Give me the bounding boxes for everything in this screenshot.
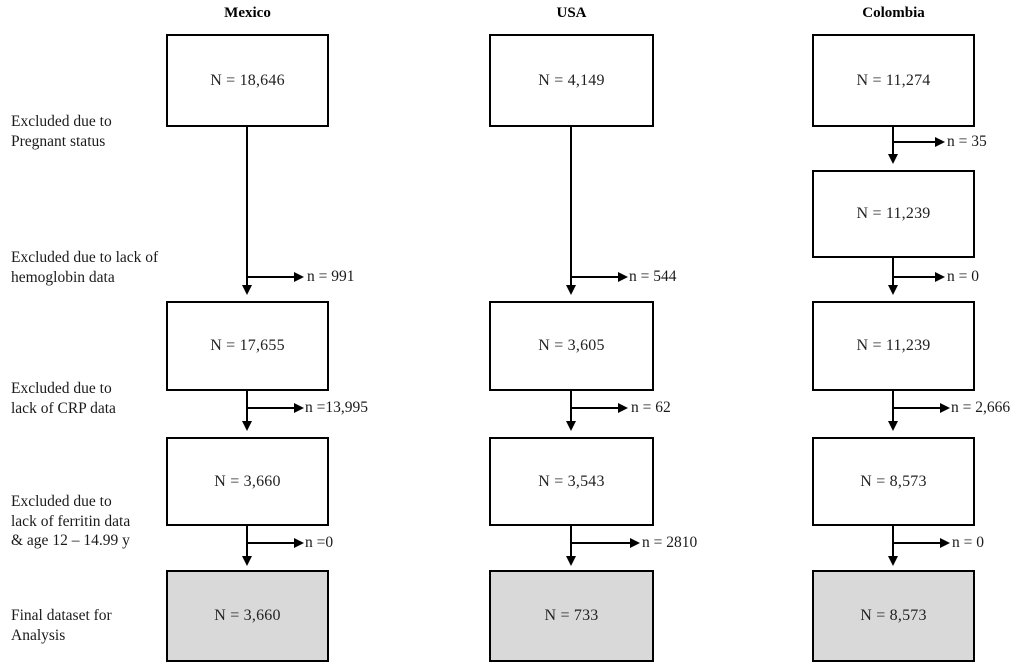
node-colombia-total: N = 11,274 xyxy=(812,34,975,127)
arrowhead-colombia-pregnant xyxy=(935,137,945,147)
node-usa-after-hemoglobin: N = 3,605 xyxy=(489,301,654,391)
branch-colombia-crp xyxy=(892,407,942,409)
node-usa-total: N = 4,149 xyxy=(489,34,654,127)
branch-mexico-ferritin xyxy=(246,542,296,544)
arrowhead-usa-ferritin xyxy=(630,538,640,548)
node-colombia-after-hemoglobin: N = 11,239 xyxy=(812,301,975,391)
arrowhead-usa-hemoglobin xyxy=(618,272,628,282)
arrowhead-mexico-crp xyxy=(294,403,304,413)
branch-mexico-hemoglobin xyxy=(246,276,296,278)
stage-label-ferritin: Excluded due to lack of ferritin data & … xyxy=(11,493,131,549)
exclusion-label-colombia-crp: n = 2,666 xyxy=(951,399,1011,416)
arrowhead-colombia-3-4 xyxy=(887,421,898,431)
connector-mexico-3-4 xyxy=(246,526,248,556)
stage-label-hemoglobin: Excluded due to lack of hemoglobin data xyxy=(11,249,159,286)
stage-label-pregnant: Excluded due to Pregnant status xyxy=(11,113,112,150)
branch-usa-ferritin xyxy=(570,542,632,544)
arrowhead-mexico-2-3 xyxy=(241,421,252,431)
exclusion-label-mexico-crp: n =13,995 xyxy=(305,399,368,416)
connector-mexico-1-2 xyxy=(246,127,248,285)
connector-mexico-2-3 xyxy=(246,391,248,421)
arrowhead-colombia-crp xyxy=(940,403,950,413)
connector-colombia-1-2 xyxy=(892,127,894,154)
arrowhead-colombia-ferritin xyxy=(940,538,950,548)
node-colombia-after-pregnant: N = 11,239 xyxy=(812,170,975,258)
arrowhead-usa-2-3 xyxy=(565,421,576,431)
node-usa-after-crp: N = 3,543 xyxy=(489,437,654,526)
branch-colombia-ferritin xyxy=(892,542,942,544)
stage-label-final: Final dataset for Analysis xyxy=(11,607,112,644)
connector-usa-3-4 xyxy=(570,526,572,556)
node-mexico-final: N = 3,660 xyxy=(166,570,329,662)
column-title-colombia: Colombia xyxy=(862,5,925,21)
branch-usa-hemoglobin xyxy=(570,276,620,278)
exclusion-label-colombia-pregnant: n = 35 xyxy=(947,133,987,150)
arrowhead-usa-crp xyxy=(618,403,628,413)
arrowhead-mexico-3-4 xyxy=(241,556,252,566)
branch-colombia-hemoglobin xyxy=(892,276,937,278)
stage-label-crp: Excluded due to lack of CRP data xyxy=(11,380,116,417)
arrowhead-colombia-1-2 xyxy=(887,154,898,164)
arrowhead-colombia-hemoglobin xyxy=(935,272,945,282)
arrowhead-usa-1-2 xyxy=(565,285,576,295)
exclusion-label-colombia-hemoglobin: n = 0 xyxy=(947,268,979,285)
arrowhead-mexico-hemoglobin xyxy=(294,272,304,282)
connector-usa-2-3 xyxy=(570,391,572,421)
arrowhead-mexico-ferritin xyxy=(294,538,304,548)
node-mexico-total: N = 18,646 xyxy=(166,34,329,127)
exclusion-label-usa-ferritin: n = 2810 xyxy=(642,534,698,551)
connector-colombia-2-3 xyxy=(892,258,894,285)
connector-colombia-4-5 xyxy=(892,526,894,556)
node-colombia-after-crp: N = 8,573 xyxy=(812,437,975,526)
connector-usa-1-2 xyxy=(570,127,572,285)
column-title-mexico: Mexico xyxy=(224,5,271,21)
branch-usa-crp xyxy=(570,407,620,409)
branch-mexico-crp xyxy=(246,407,296,409)
node-colombia-final: N = 8,573 xyxy=(812,570,975,662)
exclusion-label-mexico-hemoglobin: n = 991 xyxy=(307,268,355,285)
node-usa-final: N = 733 xyxy=(489,570,654,662)
exclusion-label-mexico-ferritin: n =0 xyxy=(305,534,334,551)
column-title-usa: USA xyxy=(556,5,587,21)
node-mexico-after-hemoglobin: N = 17,655 xyxy=(166,301,329,391)
connector-colombia-3-4 xyxy=(892,391,894,421)
exclusion-label-usa-crp: n = 62 xyxy=(631,399,671,416)
arrowhead-colombia-4-5 xyxy=(887,556,898,566)
exclusion-label-colombia-ferritin: n = 0 xyxy=(952,534,984,551)
exclusion-label-usa-hemoglobin: n = 544 xyxy=(629,268,677,285)
arrowhead-mexico-1-2 xyxy=(241,285,252,295)
arrowhead-usa-3-4 xyxy=(565,556,576,566)
arrowhead-colombia-2-3 xyxy=(887,285,898,295)
branch-colombia-pregnant xyxy=(892,141,937,143)
node-mexico-after-crp: N = 3,660 xyxy=(166,437,329,526)
